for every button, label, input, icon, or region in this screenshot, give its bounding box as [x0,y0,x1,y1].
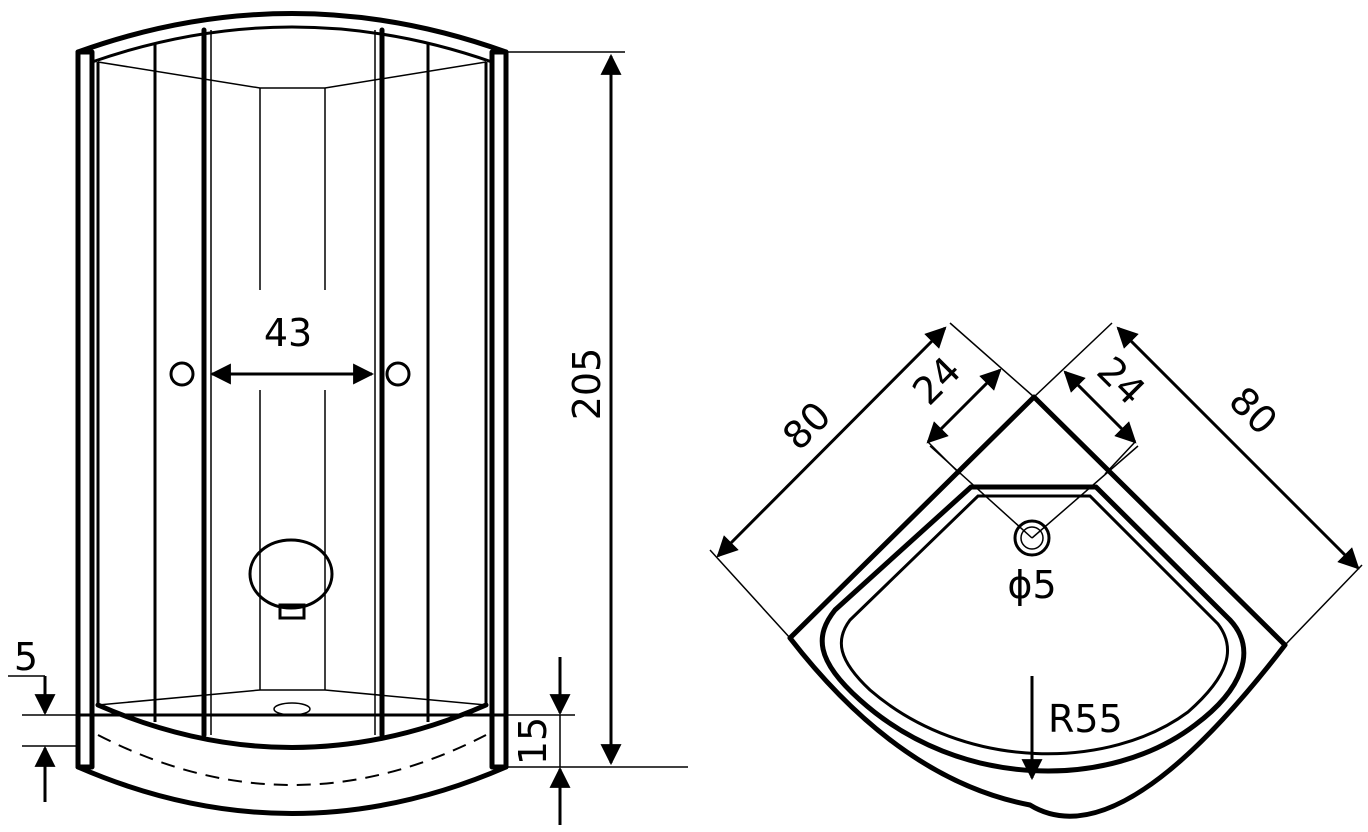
tray-inner-rim [819,484,1247,774]
side-left-ext-top [949,322,1035,398]
height-label: 205 [565,348,609,421]
back-wall-top-left [97,61,487,89]
entry-left-ext [927,441,961,475]
side-right-ext-top [1033,322,1113,398]
tray-floor-back [97,689,487,706]
side-left-dim-line [716,326,947,558]
right-handle-icon [385,361,411,387]
tray-offset-label: 5 [14,635,38,679]
side-right-dim-line [1116,326,1360,570]
left-handle-icon [169,361,195,387]
side-left-label: 80 [774,393,839,458]
tray-height-label: 15 [511,717,555,765]
side-left-ext-bottom [709,549,791,639]
entry-right-ext [1104,441,1136,475]
left-frame-post [75,49,95,770]
top-view: ϕ5 R55 80 24 80 24 [709,322,1363,819]
side-right-ext-bottom [1284,564,1363,646]
drain-outer-icon [1013,519,1051,557]
tray-inner-curve [95,702,489,750]
side-right-label: 80 [1221,378,1286,443]
floor-drain-icon [273,702,311,716]
drain-guide-right [1031,445,1139,539]
radius-label: R55 [1048,697,1123,741]
entry-left-dim-line [926,368,1002,444]
shower-head-icon [248,538,334,610]
entry-right-dim-line [1063,370,1137,444]
handle-spacing-label: 43 [264,311,312,355]
drain-diameter-label: ϕ5 [1007,563,1056,607]
front-view: 43 5 15 205 [8,11,688,825]
right-frame-post [489,49,509,770]
tray-bottom-curve [75,764,509,816]
tray-dashed-curve [97,734,487,786]
top-arch-outer [75,11,509,55]
shower-head-mount [278,603,306,620]
tray-outer-outline [787,394,1288,819]
top-arch-inner [91,25,493,64]
tray-basin-line [839,494,1230,756]
drain-inner-icon [1020,526,1044,550]
